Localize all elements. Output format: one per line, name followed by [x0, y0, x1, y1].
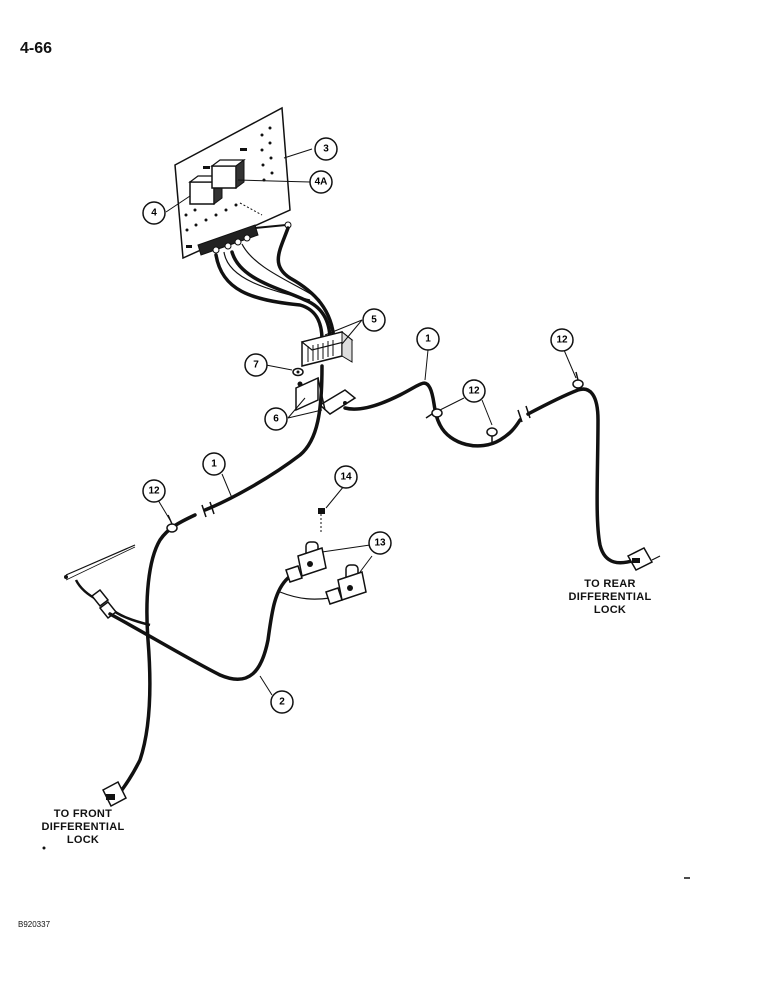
front-caption-line-2: DIFFERENTIAL	[41, 821, 125, 833]
callout-6-label: 6	[273, 414, 279, 425]
rear-caption-line-3: LOCK	[593, 604, 627, 616]
callout-1-rear: 1	[416, 327, 440, 351]
plate-connectors	[197, 202, 292, 256]
plate-wire-thin	[223, 243, 321, 301]
callout-13: 13	[368, 531, 392, 555]
nut-7	[292, 367, 304, 377]
callout-14: 14	[334, 465, 358, 489]
callout-1-front-label: 1	[211, 459, 217, 470]
callout-6: 6	[264, 407, 288, 431]
rear-lock-caption: TO REAR DIFFERENTIAL LOCK	[545, 578, 675, 617]
left-connector-pair	[64, 544, 136, 620]
callout-12-front: 12	[142, 479, 166, 503]
harness-break-marks	[201, 405, 531, 518]
callout-2-label: 2	[279, 697, 285, 708]
clip-12-mid	[425, 408, 443, 419]
callout-3: 3	[314, 137, 338, 161]
rear-caption-line-2: DIFFERENTIAL	[568, 591, 652, 603]
leader-lines	[157, 148, 577, 696]
callout-7-label: 7	[253, 360, 259, 371]
callout-14-label: 14	[340, 472, 352, 483]
callout-4: 4	[142, 201, 166, 225]
relay-4a	[210, 159, 246, 189]
bracket-6	[295, 376, 357, 415]
harness-2	[108, 576, 290, 681]
solenoid-valve-13b	[325, 564, 367, 605]
callout-1-rear-label: 1	[425, 334, 431, 345]
front-lock-caption: TO FRONT DIFFERENTIAL LOCK	[28, 808, 138, 847]
callout-13-label: 13	[374, 538, 386, 549]
front-caption-line-1: TO FRONT	[53, 808, 113, 820]
callout-12-mid-label: 12	[468, 386, 480, 397]
main-harness	[214, 226, 336, 342]
harness-1-front	[116, 364, 324, 797]
front-lock-connector	[102, 780, 127, 808]
callout-12-rear-label: 12	[556, 335, 568, 346]
callout-12-rear: 12	[550, 328, 574, 352]
page-number: 4-66	[20, 40, 53, 57]
clip-12-rear	[572, 371, 584, 389]
harness-2-thin	[279, 591, 331, 600]
callout-3-label: 3	[323, 144, 329, 155]
stray-dot	[42, 846, 46, 850]
callout-4a-label: 4A	[315, 177, 328, 188]
callout-5-label: 5	[371, 315, 377, 326]
clip-12-mid2	[486, 427, 498, 442]
callout-12-mid: 12	[462, 379, 486, 403]
front-branch	[74, 579, 151, 627]
front-caption-line-3: LOCK	[66, 834, 100, 846]
callout-1-front: 1	[202, 452, 226, 476]
callout-7: 7	[244, 353, 268, 377]
callout-12-front-label: 12	[148, 486, 160, 497]
clip-12-front	[166, 514, 178, 533]
callout-2: 2	[270, 690, 294, 714]
callout-5: 5	[362, 308, 386, 332]
callout-4-label: 4	[151, 208, 157, 219]
document-id: B920337	[18, 920, 51, 929]
rear-caption-line-1: TO REAR	[584, 578, 636, 590]
harness-1-rear	[343, 381, 637, 565]
rear-lock-connector	[626, 547, 661, 571]
callout-4a: 4A	[309, 170, 333, 194]
solenoid-valve-13a	[285, 541, 327, 583]
connector-5	[300, 330, 354, 367]
screw-14	[318, 508, 325, 534]
